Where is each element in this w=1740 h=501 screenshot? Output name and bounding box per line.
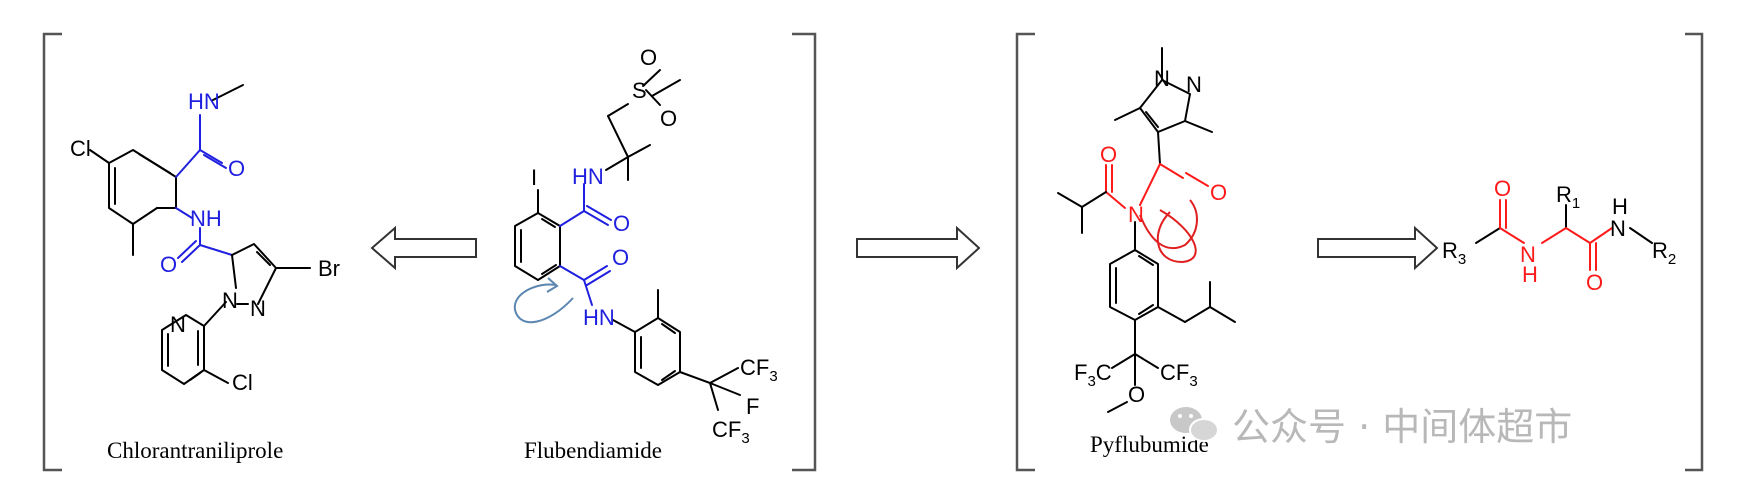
atom-o: O (160, 252, 177, 277)
group-f3c: F3C (1074, 360, 1112, 390)
molecule-generic-motif: O N H O N H R1 R3 R2 (1442, 176, 1676, 295)
atom-s: S (632, 78, 647, 103)
bracket-left-panel (42, 32, 817, 472)
atom-o: O (1128, 382, 1145, 407)
atom-hn: HN (583, 305, 615, 330)
molecule-flubendiamide: I HN O O HN S O O CF3 F CF3 (513, 45, 778, 447)
label-r2: R2 (1652, 238, 1676, 268)
atom-hn: HN (572, 164, 604, 189)
group-cf3: CF3 (740, 355, 778, 385)
caption-chlorantraniliprole: Chlorantraniliprole (107, 438, 283, 463)
atom-h: H (1612, 194, 1628, 219)
group-cf3: CF3 (1160, 360, 1198, 390)
atom-n: N (1128, 202, 1144, 227)
caption-flubendiamide: Flubendiamide (524, 438, 662, 463)
hollow-arrow-right (1317, 225, 1439, 271)
atom-o: O (1586, 270, 1603, 295)
atom-br: Br (318, 256, 340, 281)
hollow-arrow-left (370, 225, 477, 271)
atom-f: F (746, 394, 759, 419)
atom-n: N (222, 288, 238, 313)
atom-cl: Cl (232, 370, 253, 395)
wechat-icon (1170, 407, 1219, 442)
atom-o: O (640, 45, 657, 70)
atom-hn: HN (188, 89, 220, 114)
atom-o: O (1494, 176, 1511, 201)
molecule-chlorantraniliprole: Cl HN O NH O Br N N N Cl (70, 84, 340, 395)
atom-o: O (612, 245, 629, 270)
atom-n: N (1154, 66, 1170, 91)
watermark-text: 公众号 · 中间体超市 (1232, 405, 1572, 449)
molecule-pyflubumide: N N O N O O F3C CF3 (1057, 47, 1236, 413)
label-r1: R1 (1556, 182, 1580, 212)
hollow-arrow-right (856, 225, 981, 271)
atom-o: O (613, 211, 630, 236)
atom-i: I (531, 165, 537, 190)
watermark: 公众号 · 中间体超市 (1170, 405, 1572, 449)
atom-n: N (250, 296, 266, 321)
atom-o: O (1210, 180, 1227, 205)
curved-arrow (1156, 209, 1197, 264)
atom-h: H (1522, 262, 1538, 287)
atom-o: O (228, 156, 245, 181)
atom-n: N (1186, 72, 1202, 97)
atom-cl: Cl (70, 136, 91, 161)
caption-pyflubumide: Pyflubumide (1090, 432, 1209, 457)
bracket-right-panel (1015, 32, 1704, 472)
atom-o: O (660, 106, 677, 131)
group-cf3: CF3 (712, 417, 750, 447)
curved-arrow (513, 283, 574, 324)
atom-n: N (170, 312, 186, 337)
curved-arrow (1139, 199, 1198, 250)
atom-n: N (1610, 216, 1626, 241)
atom-o: O (1100, 142, 1117, 167)
atom-nh: NH (190, 206, 222, 231)
atom-n: N (1520, 242, 1536, 267)
label-r3: R3 (1442, 238, 1466, 268)
